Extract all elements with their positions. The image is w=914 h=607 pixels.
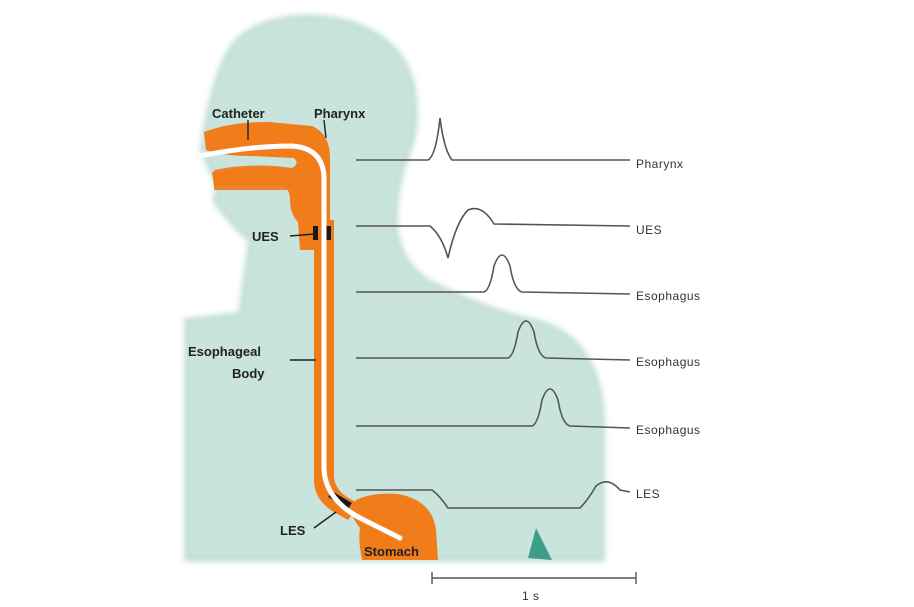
esophageal-body-label-line2: Body — [232, 366, 265, 381]
stomach-shape — [350, 493, 438, 560]
catheter-line — [197, 143, 403, 541]
ues-band-right — [326, 226, 331, 240]
les-label: LES — [280, 523, 306, 538]
tongue-shape — [214, 165, 298, 190]
trace-label-ues: UES — [636, 223, 662, 237]
pharynx-label: Pharynx — [314, 106, 366, 121]
trace-pharynx — [356, 117, 630, 161]
esophageal-body-label-line1: Esophageal — [188, 344, 261, 359]
catheter-label: Catheter — [212, 106, 265, 121]
trace-label-esophagus-3: Esophagus — [636, 423, 701, 437]
trace-label-pharynx: Pharynx — [636, 157, 684, 171]
trace-esophagus-3 — [356, 388, 631, 429]
time-scale-label: 1 s — [522, 589, 540, 602]
trace-esophagus-2 — [356, 320, 631, 361]
stomach-label: Stomach — [364, 544, 419, 559]
body-silhouette — [184, 15, 605, 562]
les-leader — [313, 511, 337, 529]
ues-label: UES — [252, 229, 279, 244]
trace-les — [356, 481, 631, 509]
trace-label-les: LES — [636, 487, 660, 501]
ues-leader — [289, 233, 315, 237]
trace-esophagus-1 — [356, 254, 631, 295]
trace-label-esophagus-1: Esophagus — [636, 289, 701, 303]
trace-ues — [356, 207, 631, 259]
trace-label-esophagus-2: Esophagus — [636, 355, 701, 369]
pharynx-leader — [323, 119, 327, 139]
teal-wedge — [528, 528, 552, 560]
time-scale-bar — [431, 572, 637, 584]
ues-band-left — [313, 226, 318, 240]
